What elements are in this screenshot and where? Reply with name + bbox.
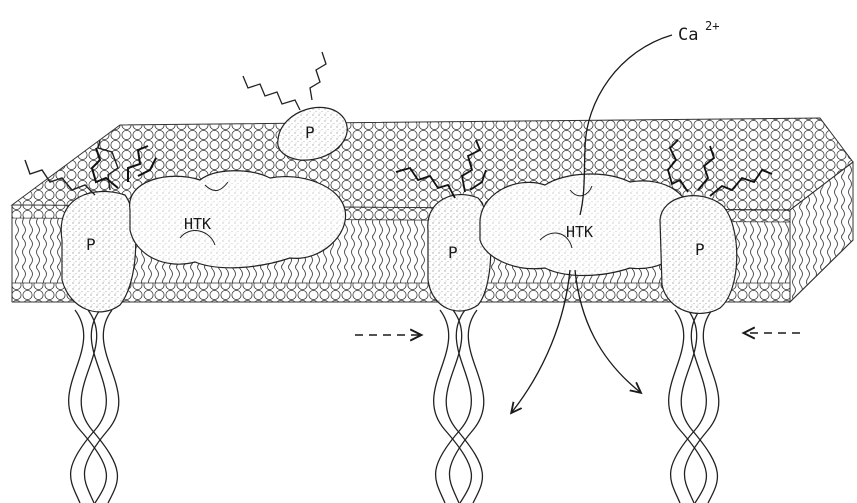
ion-label: Ca <box>678 25 698 45</box>
right-p-label: P <box>695 240 705 259</box>
middle-p-label: P <box>448 243 458 262</box>
right-p-protein: P <box>660 196 737 314</box>
free-p-label: P <box>305 123 315 142</box>
filament-right <box>669 310 719 503</box>
left-p-protein: P <box>61 191 135 311</box>
sugar-chains-free-p <box>243 52 326 110</box>
middle-ntk-complex: НТК <box>480 174 691 275</box>
ion-charge-label: 2+ <box>705 19 719 33</box>
left-p-label: P <box>86 235 96 254</box>
middle-ntk-label: НТК <box>566 223 593 241</box>
filament-left <box>69 310 119 503</box>
left-ntk-label: НТК <box>184 215 211 233</box>
filament-middle <box>434 310 484 503</box>
left-ntk-complex: НТК <box>130 171 346 268</box>
